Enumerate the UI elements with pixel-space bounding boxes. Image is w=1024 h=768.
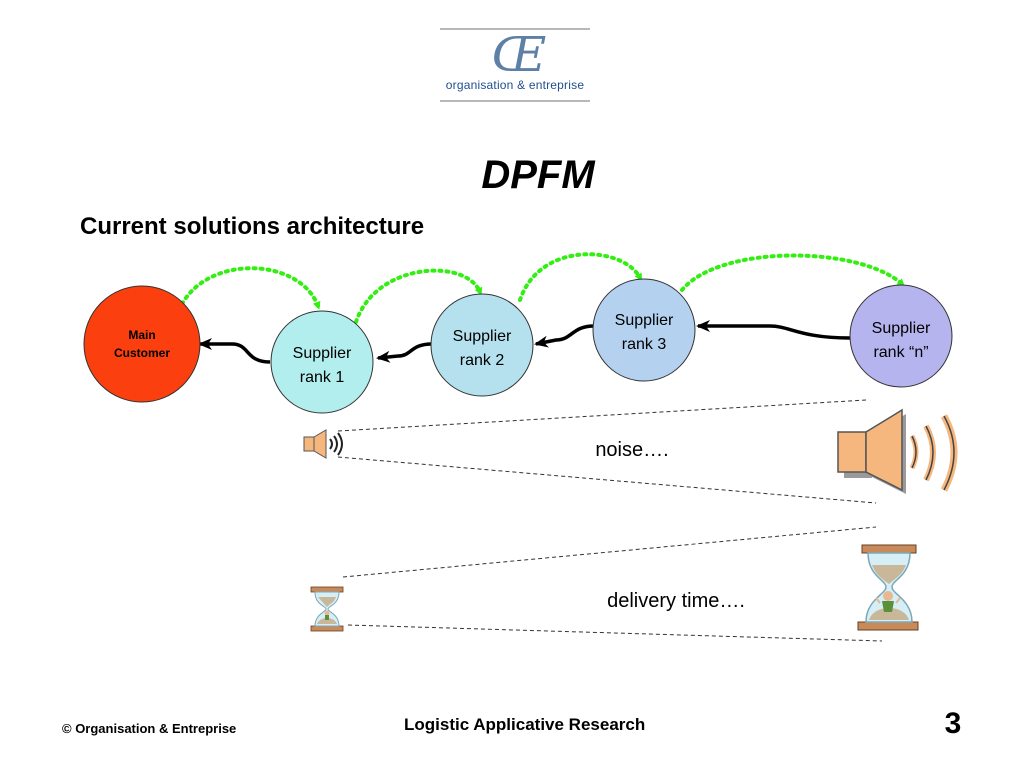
dotted-link-rank3-rankn bbox=[680, 253, 905, 292]
dotted-link-rank1-rank2 bbox=[354, 268, 483, 324]
dotted-link-customer-rank1 bbox=[180, 266, 321, 310]
delivery-line-bottom bbox=[347, 624, 883, 642]
footer-title: Logistic Applicative Research bbox=[404, 715, 646, 734]
logo-text: organisation & entreprise bbox=[445, 78, 585, 92]
node-supplier-rank-2: Supplier rank 2 bbox=[430, 293, 534, 397]
node-label-line1: Supplier bbox=[615, 312, 674, 329]
flow-arrows bbox=[198, 320, 851, 364]
logo-mark: Œ bbox=[491, 27, 547, 83]
node-label-line2: rank 1 bbox=[300, 369, 345, 386]
node-label-line1: Supplier bbox=[872, 320, 931, 337]
node-label-line1: Main bbox=[128, 328, 155, 342]
node-label-line2: rank “n” bbox=[873, 344, 928, 361]
speaker-icon bbox=[837, 408, 958, 494]
node-supplier-rank-3: Supplier rank 3 bbox=[592, 278, 696, 382]
logo-top-rule bbox=[440, 28, 590, 30]
company-logo: Œ organisation & entreprise bbox=[440, 28, 590, 102]
flow-arrow-rank3-rank2 bbox=[534, 324, 595, 348]
delivery-time-label: delivery time…. bbox=[607, 590, 745, 612]
node-supplier-rank-n: Supplier rank “n” bbox=[849, 284, 953, 388]
delivery-line-top bbox=[342, 526, 877, 578]
footer-copyright: © Organisation & Entreprise bbox=[62, 721, 237, 736]
hourglass-icon bbox=[310, 586, 344, 632]
node-label-line2: rank 3 bbox=[622, 336, 667, 353]
node-label-line1: Supplier bbox=[293, 345, 352, 362]
node-label-line2: rank 2 bbox=[460, 352, 505, 369]
node-label-line2: Customer bbox=[114, 346, 170, 360]
noise-line-top bbox=[337, 399, 867, 432]
noise-label: noise…. bbox=[595, 439, 668, 461]
flow-arrow-rank1-customer bbox=[198, 338, 271, 364]
dotted-link-rank2-rank3 bbox=[518, 252, 642, 302]
page-number: 3 bbox=[944, 707, 962, 740]
slide-title: DPFM bbox=[481, 153, 595, 197]
hourglass-icon bbox=[857, 544, 919, 631]
node-label-line1: Supplier bbox=[453, 328, 512, 345]
dotted-links bbox=[180, 252, 905, 324]
logo-bottom-rule bbox=[440, 100, 590, 102]
flow-arrow-rank2-rank1 bbox=[376, 342, 433, 363]
flow-arrow-rankn-rank3 bbox=[696, 320, 851, 340]
node-supplier-rank-1: Supplier rank 1 bbox=[270, 310, 374, 414]
node-main-customer: Main Customer bbox=[83, 285, 201, 403]
perspective-lines bbox=[337, 399, 883, 642]
slide-subtitle: Current solutions architecture bbox=[80, 213, 425, 240]
noise-line-bottom bbox=[337, 456, 877, 504]
speaker-icon bbox=[303, 429, 343, 459]
